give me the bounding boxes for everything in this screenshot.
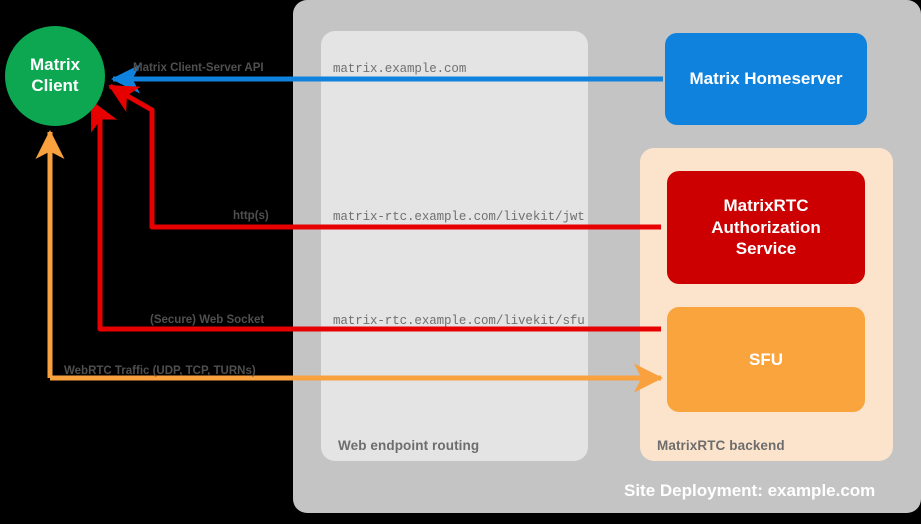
edge-label-matrix-client-server-api: Matrix Client-Server API xyxy=(133,62,264,74)
endpoint-livekit-jwt: matrix-rtc.example.com/livekit/jwt xyxy=(333,210,585,224)
matrix-homeserver-label: Matrix Homeserver xyxy=(689,69,843,88)
edge-label-secure-websocket: (Secure) Web Socket xyxy=(150,314,265,326)
zone-label-web-endpoint-routing: Web endpoint routing xyxy=(338,438,480,453)
rtc-auth-label-line2: Authorization xyxy=(711,217,821,237)
matrix-client-label-line1: Matrix xyxy=(29,55,81,75)
node-matrixrtc-authorization-service[interactable]: MatrixRTC Authorization Service xyxy=(667,171,865,284)
edge-label-https: http(s) xyxy=(233,210,269,222)
edge-label-webrtc-traffic: WebRTC Traffic (UDP, TCP, TURNs) xyxy=(64,365,256,377)
edge-secure-websocket xyxy=(89,100,661,332)
endpoint-matrix-example-com: matrix.example.com xyxy=(333,62,467,76)
node-matrix-client[interactable]: Matrix Client xyxy=(5,26,105,126)
sfu-label: SFU xyxy=(749,349,783,369)
rtc-auth-label-line3: Service xyxy=(735,239,797,259)
edge-http-jwt xyxy=(108,83,661,230)
zone-label-matrixrtc-backend: MatrixRTC backend xyxy=(657,438,785,453)
zone-label-site-deployment: Site Deployment: example.com xyxy=(624,481,876,500)
zone-web-endpoint-routing xyxy=(321,31,588,461)
rtc-auth-label-line1: MatrixRTC xyxy=(723,195,809,215)
node-sfu[interactable]: SFU xyxy=(667,307,865,412)
node-matrix-homeserver[interactable]: Matrix Homeserver xyxy=(665,33,867,125)
matrix-client-label-line2: Client xyxy=(31,76,79,95)
endpoint-livekit-sfu: matrix-rtc.example.com/livekit/sfu xyxy=(333,314,585,328)
